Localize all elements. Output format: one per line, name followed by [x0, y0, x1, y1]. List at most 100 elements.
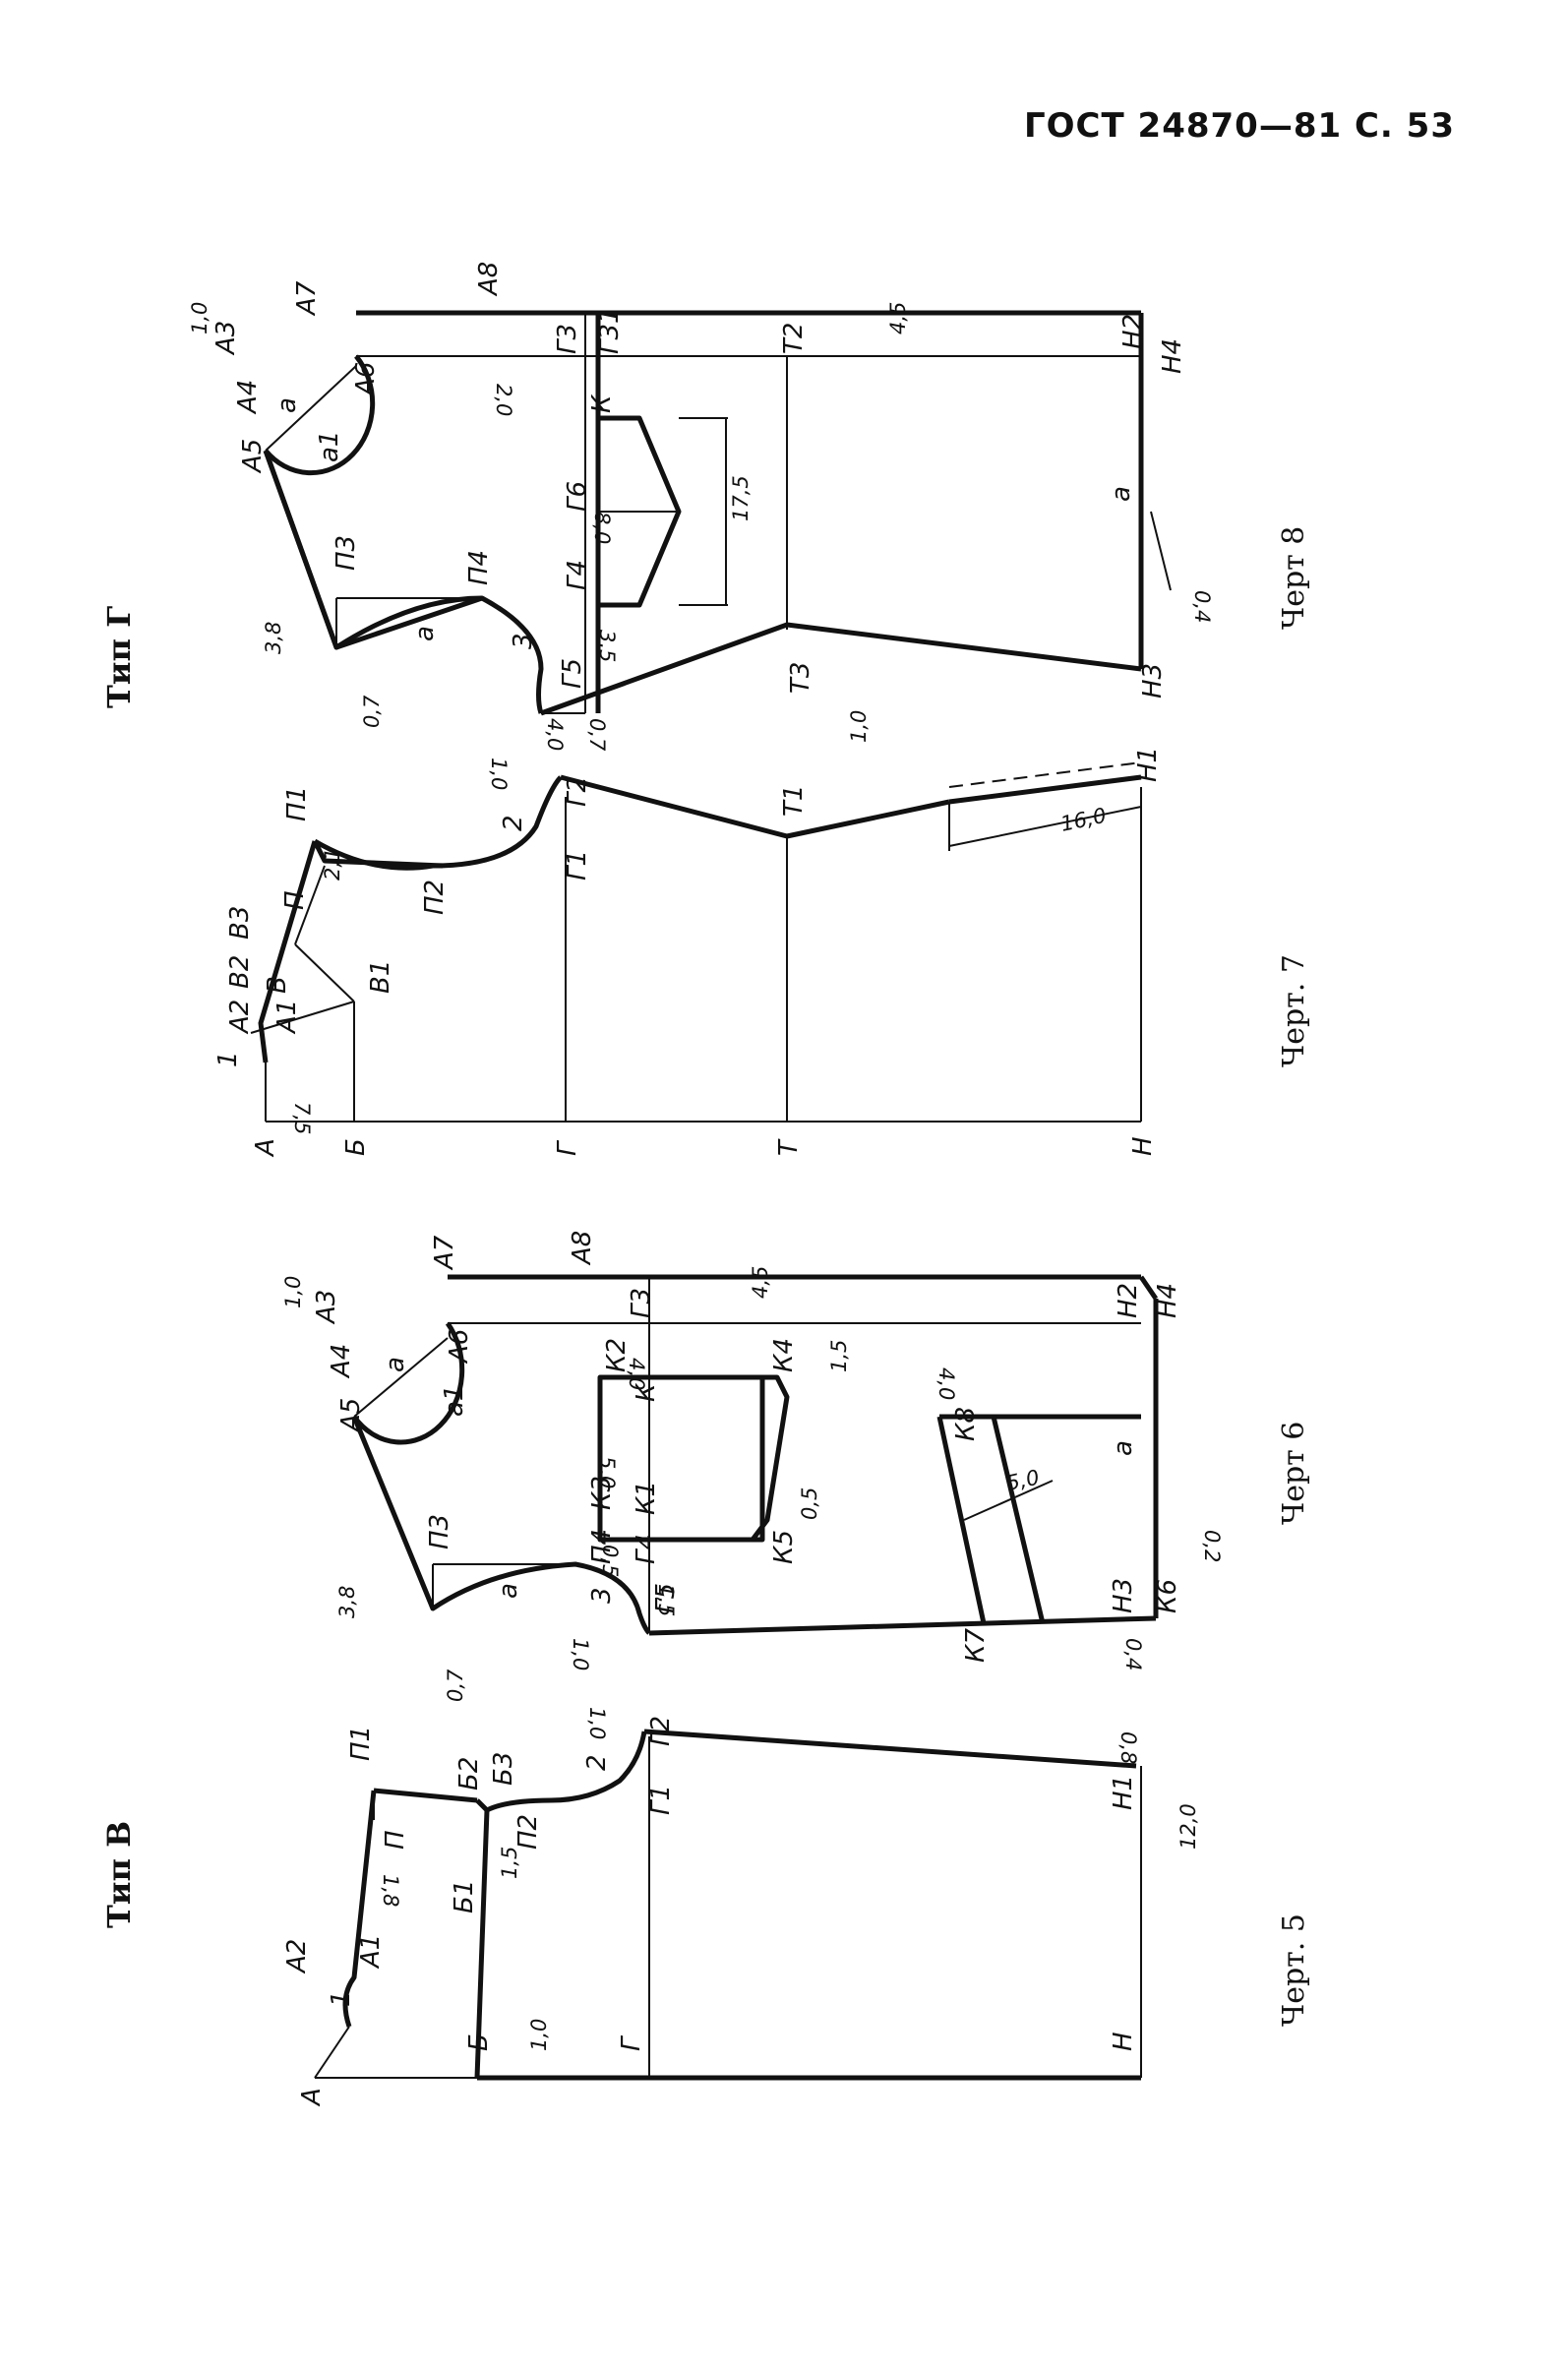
fig6-point-label: К2 [602, 1338, 632, 1372]
figure-7-labels: А Б Г Т Н 1 А2 А1 В2 В3 В В1 П1 П П2 2 Г… [213, 710, 1163, 1158]
fig6-point-label: П3 [425, 1514, 454, 1549]
figure-5-labels: А Б Г Н 1 А2 А1 П1 П Б2 Б3 Б1 П2 2 Г1 Г2… [282, 1707, 1200, 2107]
fig8-point-label: 3 [509, 633, 538, 649]
fig6-dimension-label: 4,5 [749, 1266, 772, 1299]
fig5-dimension-label: 1,0 [527, 2019, 551, 2051]
fig8-point-label: К [587, 394, 617, 413]
fig6-point-label: А5 [336, 1398, 366, 1433]
fig8-point-label: А5 [238, 439, 268, 474]
fig7-point-label: Б [341, 1138, 371, 1156]
caption-fig8: Черт 8 [1277, 526, 1311, 630]
fig5-dimension-label: 1,5 [498, 1847, 521, 1879]
fig7-point-label: В2 [225, 955, 255, 989]
fig6-point-label: А4 [327, 1344, 356, 1379]
fig5-point-label: А [297, 2088, 327, 2107]
fig6-dimension-label: 3,8 [335, 1586, 359, 1618]
fig8-point-label: Т3 [786, 662, 815, 694]
fig5-point-label: Н [1109, 2032, 1138, 2051]
fig7-point-label: Г1 [563, 850, 592, 880]
fig5-point-label: А2 [282, 1939, 312, 1974]
fig8-dimension-label: 3,8 [262, 622, 285, 654]
caption-fig6: Черт 6 [1277, 1422, 1311, 1525]
fig8-point-label: а [272, 397, 302, 413]
fig6-point-label: Н3 [1109, 1578, 1138, 1613]
fig7-point-label: А [251, 1138, 280, 1158]
fig6-point-label: А3 [312, 1290, 341, 1325]
fig5-point-label: П2 [513, 1814, 543, 1850]
fig6-point-label: К3 [587, 1476, 617, 1510]
fig6-point-label: Г5 [651, 1583, 681, 1613]
fig6-dimension-label: 5,0 [595, 1456, 619, 1488]
fig8-point-label: а1 [315, 431, 344, 462]
fig8-point-label: А8 [474, 262, 504, 297]
fig6-dimension-label: 1,0 [281, 1276, 305, 1308]
fig7-point-label: В1 [366, 960, 395, 994]
fig7-point-label: В3 [225, 906, 255, 940]
fig5-dimension-label: 1,0 [585, 1707, 609, 1739]
fig6-point-label: К [632, 1382, 661, 1402]
fig8-point-label: Г31 [595, 307, 625, 354]
page-header: ГОСТ 24870—81 С. 53 [1023, 106, 1455, 146]
fig7-point-label: Г [553, 1139, 582, 1156]
fig7-point-label: Н [1128, 1136, 1158, 1156]
fig6-point-label: Г4 [632, 1534, 661, 1564]
fig6-dimension-label: 1,5 [827, 1340, 851, 1372]
fig8-point-label: Г3 [553, 324, 582, 354]
fig8-point-label: Н3 [1138, 663, 1168, 698]
fig8-dimension-label: 8,0 [590, 512, 614, 544]
fig7-dimension-label: 2,1 [321, 848, 344, 880]
fig8-dimension-label: 4,5 [886, 302, 910, 334]
figure-6-labels: А7 А8 А3 А4 А5 А6 а а1 Г3 Н2 Н4 К2 К К4 … [281, 1231, 1224, 1702]
fig6-dimension-label: 1,0 [569, 1638, 592, 1670]
fig6-point-label: К7 [961, 1628, 991, 1663]
fig8-point-label: А7 [292, 280, 322, 317]
fig6-point-label: Г3 [627, 1288, 656, 1318]
fig7-point-label: А1 [272, 1000, 302, 1035]
fig8-dimension-label: 4,0 [543, 718, 567, 751]
fig7-dimension-label: 7,5 [290, 1102, 314, 1134]
fig6-point-label: А6 [445, 1329, 474, 1365]
fig6-dimension-label: 5,0 [1004, 1465, 1042, 1494]
fig8-point-label: Т2 [779, 323, 809, 354]
fig6-dimension-label: 0,2 [1200, 1530, 1224, 1562]
fig7-point-label: Н1 [1133, 747, 1163, 782]
fig8-dimension-label: 17,5 [729, 475, 753, 521]
fig6-point-label: а [381, 1357, 410, 1372]
fig8-dimension-label: 0,7 [585, 718, 609, 752]
fig7-point-label: Г2 [563, 776, 592, 807]
fig5-point-label: Б2 [454, 1757, 484, 1791]
type-label-v: Тип В [100, 1821, 138, 1928]
fig8-dimension-label: 3,5 [595, 630, 619, 662]
fig8-point-label: А4 [233, 380, 263, 415]
fig7-dimension-label: 1,0 [487, 758, 511, 790]
fig5-dimension-label: 12,0 [1176, 1803, 1200, 1850]
fig6-point-label: К4 [769, 1338, 799, 1372]
fig7-dimension-label: 1,0 [847, 710, 871, 743]
fig8-point-label: Г4 [563, 560, 592, 590]
fig7-point-label: В [263, 976, 292, 994]
fig8-point-label: Г6 [563, 481, 592, 512]
fig8-point-label: А6 [351, 362, 381, 397]
fig6-point-label: А8 [568, 1231, 597, 1266]
fig7-point-label: П2 [420, 880, 450, 915]
fig6-point-label: Н2 [1114, 1283, 1143, 1318]
fig5-point-label: А1 [356, 1934, 386, 1970]
fig7-point-label: А2 [225, 1000, 255, 1035]
fig6-dimension-label: 0,5 [798, 1488, 821, 1520]
fig6-dimension-label: 4,0 [935, 1367, 958, 1400]
fig6-point-label: а [494, 1583, 523, 1599]
fig6-point-label: 3 [587, 1587, 617, 1604]
fig5-point-label: 2 [582, 1754, 612, 1771]
fig8-point-label: Г5 [558, 658, 587, 689]
fig5-point-label: П [381, 1830, 410, 1850]
fig7-point-label: 2 [499, 815, 528, 831]
fig6-point-label: Н4 [1153, 1283, 1182, 1318]
fig5-point-label: Г1 [646, 1785, 676, 1815]
fig6-point-label: К8 [951, 1407, 981, 1441]
fig5-point-label: 1 [327, 1990, 356, 2007]
fig7-point-label: П1 [282, 786, 312, 821]
fig6-dimension-label: 4,0 [625, 1358, 648, 1390]
fig5-point-label: Б1 [450, 1880, 479, 1913]
figure-5 [314, 1729, 1142, 2081]
